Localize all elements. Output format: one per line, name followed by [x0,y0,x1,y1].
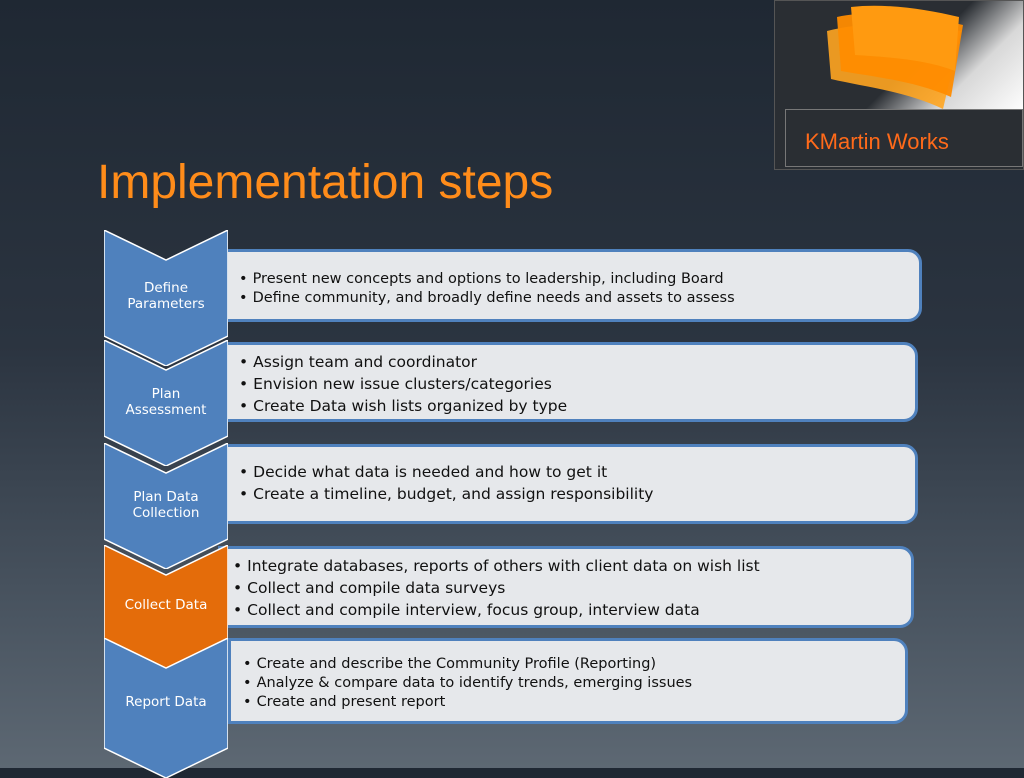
step-arrow: Collect Data [104,545,228,671]
logo-text: KMartin Works [805,129,949,154]
chevron-shape [104,230,228,366]
step-arrow: Plan Data Collection [104,443,228,569]
bullet-item: Define community, and broadly define nee… [239,289,909,308]
step-label: Plan Data Collection [132,489,200,521]
bullet-list: Integrate databases, reports of others w… [233,555,901,621]
bullet-item: Integrate databases, reports of others w… [233,555,901,577]
bullet-item: Envision new issue clusters/categories [239,373,905,395]
step-details-box: Present new concepts and options to lead… [224,249,922,322]
step-arrow: Report Data [104,638,228,778]
step-details-box: Create and describe the Community Profil… [228,638,908,724]
chevron-shape [104,443,228,569]
logo-ribbon-icon [827,5,963,109]
bullet-item: Create Data wish lists organized by type [239,395,905,417]
bullet-item: Create and describe the Community Profil… [243,655,895,674]
bullet-item: Decide what data is needed and how to ge… [239,461,905,483]
step-details-box: Decide what data is needed and how to ge… [224,444,918,524]
bullet-list: Decide what data is needed and how to ge… [239,461,905,505]
bullet-item: Analyze & compare data to identify trend… [243,674,895,693]
step-label: Collect Data [124,597,208,613]
step-arrow: Define Parameters [104,230,228,366]
chevron-shape [104,638,228,778]
step-label: Plan Assessment [125,386,207,418]
page-title: Implementation steps [97,156,554,209]
logo: KMartin Works [774,0,1024,170]
bullet-item: Create and present report [243,693,895,712]
step-label: Define Parameters [127,280,205,312]
bullet-list: Create and describe the Community Profil… [243,655,895,712]
bullet-item: Collect and compile data surveys [233,577,901,599]
bullet-list: Assign team and coordinatorEnvision new … [239,351,905,417]
step-label: Report Data [125,694,207,710]
step-details-box: Integrate databases, reports of others w… [218,546,914,628]
step-arrow: Plan Assessment [104,340,228,466]
logo-label-frame [785,109,1023,167]
bullet-item: Present new concepts and options to lead… [239,270,909,289]
bullet-item: Create a timeline, budget, and assign re… [239,483,905,505]
chevron-shape [104,545,228,671]
step-details-box: Assign team and coordinatorEnvision new … [224,342,918,422]
bullet-item: Assign team and coordinator [239,351,905,373]
chevron-shape [104,340,228,466]
bullet-list: Present new concepts and options to lead… [239,270,909,308]
bullet-item: Collect and compile interview, focus gro… [233,599,901,621]
